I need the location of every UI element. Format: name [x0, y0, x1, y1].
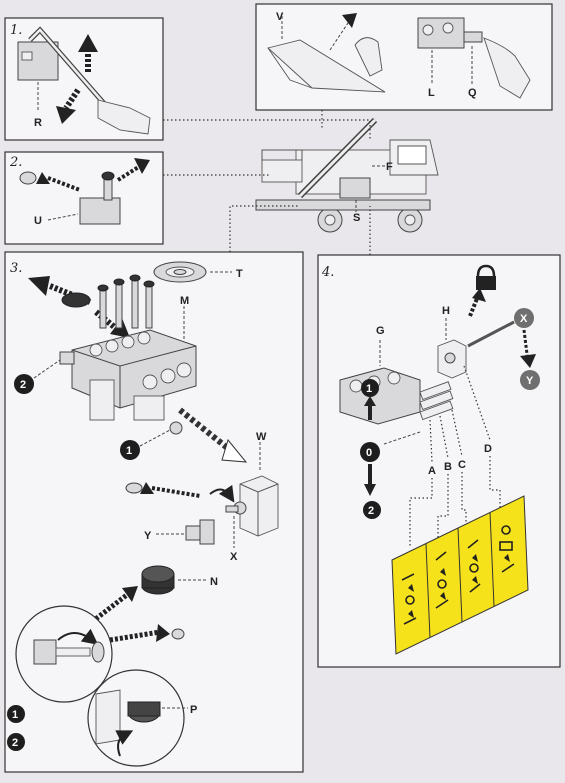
badge-y: [520, 370, 540, 390]
arrow-up-icon: [342, 13, 357, 28]
panel-step-4: 4. X Y H: [317, 254, 561, 668]
arrow-left-icon: [36, 172, 50, 184]
label-x-badge: X: [520, 313, 528, 325]
label-f: F: [386, 161, 393, 173]
hand-icon: [97, 99, 151, 135]
badge-text: 2: [20, 379, 26, 391]
arrow-hollow-icon: [221, 438, 248, 463]
arrow-up-icon: [472, 288, 486, 302]
badge-text: 1: [366, 383, 372, 395]
label-s: S: [353, 212, 360, 224]
label-v: V: [276, 11, 284, 23]
arrow-up-icon: [134, 158, 150, 174]
lock-icon: [476, 264, 496, 290]
knob-n: [141, 565, 175, 595]
arrow-up-icon: [78, 34, 98, 52]
work-basket: [261, 159, 303, 183]
connector-line: [229, 205, 300, 252]
arrow-down-icon: [56, 106, 76, 124]
blade-part-v: [267, 39, 386, 93]
hand-icon: [354, 37, 383, 77]
pin-x: [225, 505, 239, 513]
badge-1: [361, 379, 379, 397]
badge-2: [14, 374, 34, 394]
lever-housing: [17, 41, 59, 81]
control-decal: [391, 495, 529, 655]
connector-line: [163, 119, 371, 140]
connector-block-w: [233, 475, 279, 537]
label-w: W: [256, 431, 267, 443]
panel-top-right: V L Q: [255, 3, 553, 111]
badge-1: [120, 440, 140, 460]
badge-text: 1: [126, 445, 132, 457]
arrow-up-icon: [122, 586, 138, 602]
rotate-arrow-icon: [115, 730, 134, 757]
arrow-down-icon: [520, 354, 536, 368]
step-number-1: 1.: [10, 23, 22, 38]
valve-block-g: [339, 367, 454, 425]
label-q: Q: [468, 87, 477, 99]
valve-block-l: [417, 17, 483, 49]
valve-block-h: [437, 339, 467, 379]
valve-block-m: [59, 329, 197, 421]
badge-1: [7, 705, 25, 723]
label-m: M: [180, 295, 189, 307]
bolt-y: [185, 519, 215, 545]
label-n: N: [210, 576, 218, 588]
detail-circle-cap: [87, 669, 185, 767]
cap-part: [125, 482, 143, 494]
label-b: B: [444, 461, 452, 473]
label-l: L: [428, 87, 435, 99]
arrow-left-icon: [140, 482, 154, 494]
badge-2: [363, 501, 381, 519]
label-d: D: [484, 443, 492, 455]
valve-u: [79, 197, 121, 225]
label-t: T: [236, 268, 243, 280]
arrow-down-icon: [364, 484, 376, 496]
badge-x: [514, 308, 534, 328]
label-g: G: [376, 325, 385, 337]
label-y-badge: Y: [526, 375, 534, 387]
aerial-platform-truck: F S: [255, 117, 439, 233]
detail-circle-screw: [15, 605, 113, 703]
badge-0: [360, 442, 380, 462]
panel-step-1: 1. R: [4, 17, 164, 141]
panel-step-3: 3. T: [4, 251, 304, 773]
badge-text: 0: [366, 447, 372, 459]
step-number-4: 4.: [321, 265, 334, 280]
label-u: U: [34, 215, 42, 227]
arrow-right-icon: [156, 624, 170, 642]
badge-2: [7, 733, 25, 751]
arrow-up-icon: [364, 396, 376, 406]
label-y: Y: [144, 530, 152, 542]
label-a: A: [428, 465, 436, 477]
cap-part: [171, 628, 185, 640]
rotate-arrow-icon: [57, 628, 99, 645]
label-c: C: [458, 459, 466, 471]
cap-part: [61, 292, 91, 308]
control-levers: [97, 274, 155, 329]
label-r: R: [34, 117, 42, 129]
badge-text: 2: [12, 737, 18, 749]
label-x: X: [230, 551, 238, 563]
panel-step-2: 2. U: [4, 151, 164, 245]
step-number-2: 2.: [9, 155, 22, 170]
badge-text: 1: [12, 709, 18, 721]
label-p: P: [190, 704, 197, 716]
rotate-arrow-icon: [209, 484, 235, 503]
arrow-left-icon: [28, 276, 50, 296]
label-h: H: [442, 305, 450, 317]
hand-icon: [483, 37, 531, 99]
badge-text: 2: [368, 505, 374, 517]
step-number-3: 3.: [10, 261, 22, 276]
cap-part: [19, 171, 37, 185]
